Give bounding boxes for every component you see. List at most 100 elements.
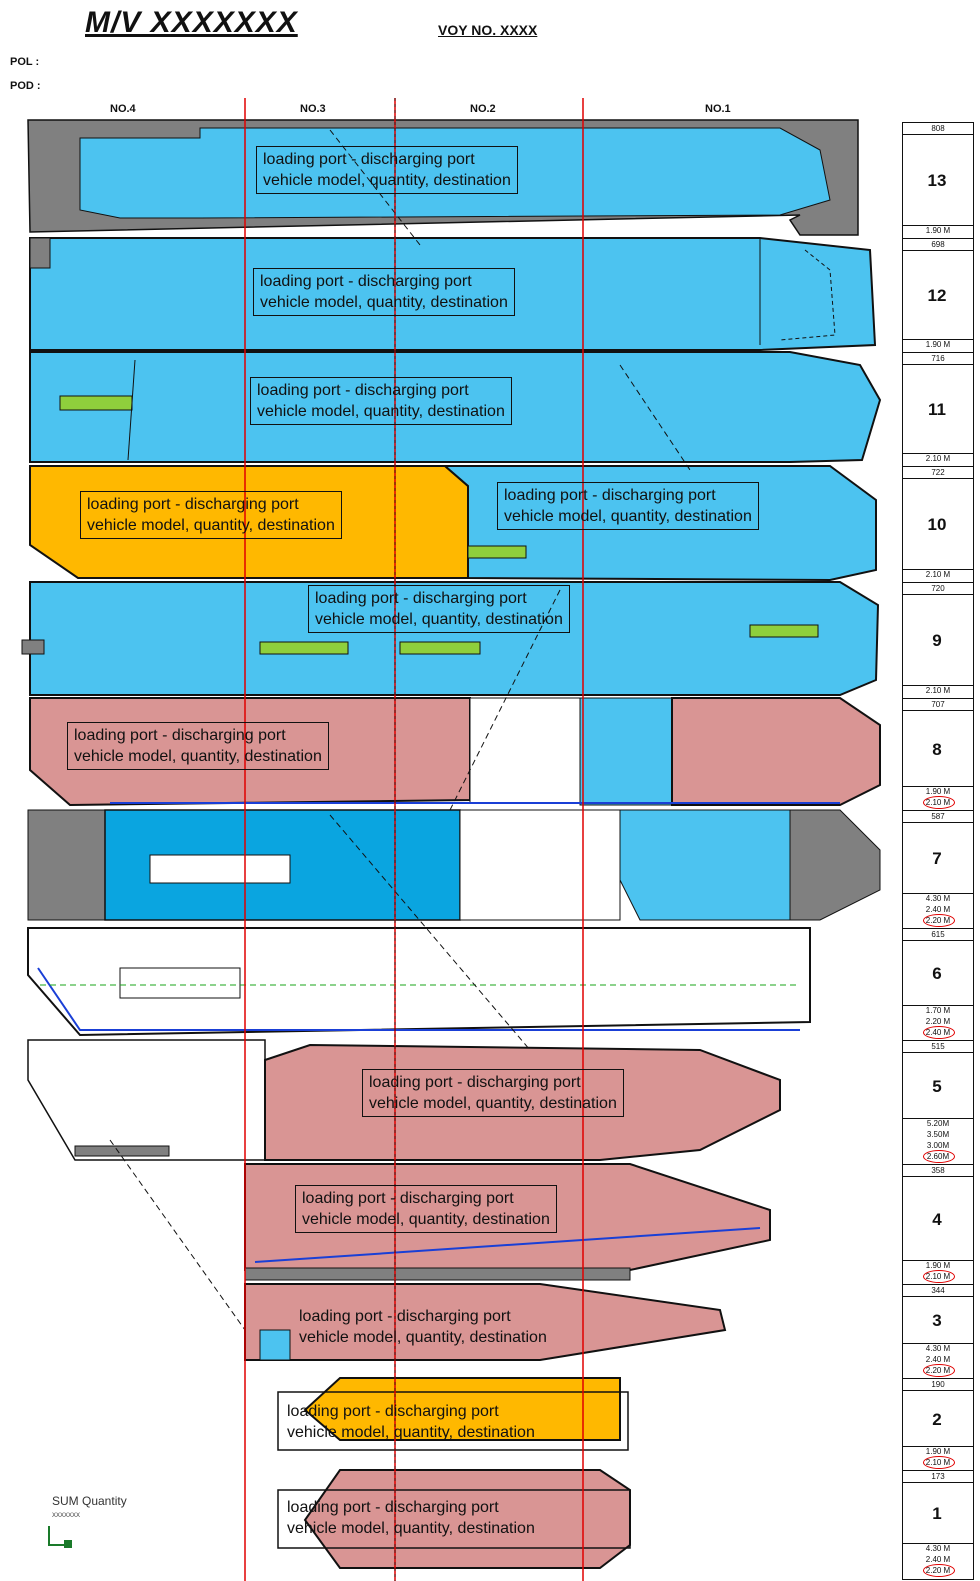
deck-clear-height: 2.20 M xyxy=(902,1364,974,1377)
table-subrow-divider xyxy=(902,940,974,941)
deck-clear-height: 1.90 M xyxy=(902,1261,974,1270)
deck-top-value: 173 xyxy=(902,1472,974,1481)
sum-quantity-value: XXXXXXX xyxy=(52,1513,81,1519)
table-subrow-divider xyxy=(902,1260,974,1261)
sum-marker-dot-icon xyxy=(64,1540,72,1548)
deck-top-value: 515 xyxy=(902,1042,974,1051)
deck-clear-height: 1.70 M xyxy=(902,1006,974,1015)
hold-label-no1: NO.1 xyxy=(705,103,731,115)
pol-label: POL : xyxy=(10,56,40,68)
deck-top-value: 698 xyxy=(902,240,974,249)
deck-top-value: 720 xyxy=(902,584,974,593)
deck-number: 2 xyxy=(932,1409,942,1429)
deck-clear-height: 2.20 M xyxy=(902,1017,974,1026)
deck-number: 1 xyxy=(932,1504,942,1523)
deck-clear-height: 2.10 M xyxy=(902,1270,974,1283)
deck-number: 8 xyxy=(932,739,942,759)
deck-number: 5 xyxy=(932,1076,942,1096)
deck-clear-height: 2.20 M xyxy=(902,1564,974,1577)
deck-number: 9 xyxy=(932,631,942,650)
deck-clear-height: 2.20 M xyxy=(902,914,974,927)
table-subrow-divider xyxy=(902,250,974,251)
deck-clear-height: 2.10 M xyxy=(902,454,974,463)
table-row-divider xyxy=(902,1284,974,1285)
deck-clear-height: 2.40 M xyxy=(902,1555,974,1564)
deck-top-value: 587 xyxy=(902,812,974,821)
table-subrow-divider xyxy=(902,1296,974,1297)
deck-number: 13 xyxy=(927,171,947,190)
deck-8-shape xyxy=(29,697,881,807)
highlight-circle-icon xyxy=(923,1364,955,1377)
table-row-divider xyxy=(902,238,974,239)
table-row-divider xyxy=(902,698,974,699)
sum-marker-icon xyxy=(48,1526,68,1546)
hold-label-no3: NO.3 xyxy=(300,103,326,115)
table-subrow-divider xyxy=(902,569,974,570)
deck-12-shape xyxy=(29,237,877,351)
deck-top-value: 707 xyxy=(902,700,974,709)
table-subrow-divider xyxy=(902,710,974,711)
table-row-divider xyxy=(902,466,974,467)
table-row-divider xyxy=(902,928,974,929)
table-row-divider xyxy=(902,1164,974,1165)
deck-top-value: 358 xyxy=(902,1166,974,1175)
table-row-divider xyxy=(902,810,974,811)
deck-clear-height: 2.10 M xyxy=(902,796,974,809)
table-subrow-divider xyxy=(902,364,974,365)
deck-number: 11 xyxy=(928,400,946,419)
table-subrow-divider xyxy=(902,453,974,454)
table-subrow-divider xyxy=(902,134,974,135)
sum-quantity-label: SUM Quantity xyxy=(52,1494,127,1508)
deck-11-shape xyxy=(29,351,882,463)
table-row-divider xyxy=(902,122,974,123)
deck-clear-height: 1.90 M xyxy=(902,340,974,349)
deck-top-value: 190 xyxy=(902,1380,974,1389)
deck-number: 6 xyxy=(932,964,942,983)
deck-top-value: 344 xyxy=(902,1286,974,1295)
highlight-circle-icon xyxy=(923,1026,955,1039)
table-row-divider xyxy=(902,352,974,353)
deck-top-value: 716 xyxy=(902,354,974,363)
table-subrow-divider xyxy=(902,1005,974,1006)
deck-clear-height: 3.50M xyxy=(902,1130,974,1139)
deck-10-shape xyxy=(29,465,877,582)
deck-top-value: 808 xyxy=(902,124,974,133)
deck-clear-height: 2.40 M xyxy=(902,1355,974,1364)
table-subrow-divider xyxy=(902,478,974,479)
table-subrow-divider xyxy=(902,1052,974,1053)
deck-clear-height: 2.10 M xyxy=(902,686,974,695)
table-subrow-divider xyxy=(902,594,974,595)
table-subrow-divider xyxy=(902,1343,974,1344)
hold-label-no4: NO.4 xyxy=(110,103,136,115)
table-subrow-divider xyxy=(902,1543,974,1544)
deck-7-shape xyxy=(27,809,881,921)
highlight-circle-icon xyxy=(923,1270,955,1283)
table-subrow-divider xyxy=(902,786,974,787)
highlight-circle-icon xyxy=(923,1564,955,1577)
deck-2-shape xyxy=(277,1377,629,1451)
table-subrow-divider xyxy=(902,1446,974,1447)
highlight-circle-icon xyxy=(923,1456,955,1469)
table-subrow-divider xyxy=(902,685,974,686)
highlight-circle-icon xyxy=(923,796,955,809)
table-subrow-divider xyxy=(902,1482,974,1483)
deck-clear-height: 4.30 M xyxy=(902,894,974,903)
table-row-divider xyxy=(902,1470,974,1471)
deck-number: 3 xyxy=(932,1311,942,1330)
deck-clear-height: 1.90 M xyxy=(902,226,974,235)
highlight-circle-icon xyxy=(923,914,955,927)
deck-9-shape xyxy=(21,581,880,696)
table-row-divider xyxy=(902,1378,974,1379)
deck-clear-height: 5.20M xyxy=(902,1119,974,1128)
voyage-number: VOY NO. XXXX xyxy=(438,22,538,38)
